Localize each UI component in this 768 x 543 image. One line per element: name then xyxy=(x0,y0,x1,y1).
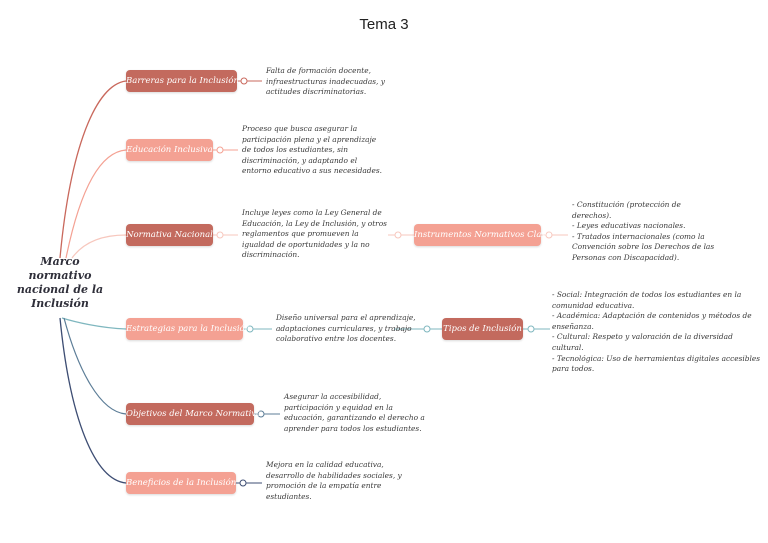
node-normativa-nacional[interactable]: Normativa Nacional xyxy=(126,224,213,246)
note-objetivos: Asegurar la accesibilidad, participación… xyxy=(284,392,425,433)
note-educacion-inclusiva: Proceso que busca asegurar la participac… xyxy=(242,124,382,176)
node-tipos-inclusion[interactable]: Tipos de Inclusión xyxy=(442,318,523,340)
note-beneficios: Mejora en la calidad educativa, desarrol… xyxy=(266,460,402,501)
page-title: Tema 3 xyxy=(359,16,409,33)
node-objetivos[interactable]: Objetivos del Marco Normativo xyxy=(126,403,261,425)
note-instrumentos-normativos: - Constitución (protección de derechos).… xyxy=(572,200,715,262)
root-topic[interactable]: Marco normativo nacional de la Inclusión xyxy=(16,255,104,310)
note-normativa-nacional: Incluye leyes como la Ley General de Edu… xyxy=(242,208,387,260)
node-educacion-inclusiva[interactable]: Educación Inclusiva xyxy=(126,139,213,161)
node-beneficios[interactable]: Beneficios de la Inclusión xyxy=(126,472,236,494)
node-estrategias[interactable]: Estrategias para la Inclusión xyxy=(126,318,250,340)
note-estrategias: Diseño universal para el aprendizaje, ad… xyxy=(276,313,416,344)
note-barreras: Falta de formación docente, infraestruct… xyxy=(266,66,385,97)
note-tipos-inclusion: - Social: Integración de todos los estud… xyxy=(552,290,761,374)
node-barreras[interactable]: Barreras para la Inclusión xyxy=(126,70,239,92)
node-instrumentos-normativos[interactable]: Instrumentos Normativos Clave xyxy=(414,224,551,246)
